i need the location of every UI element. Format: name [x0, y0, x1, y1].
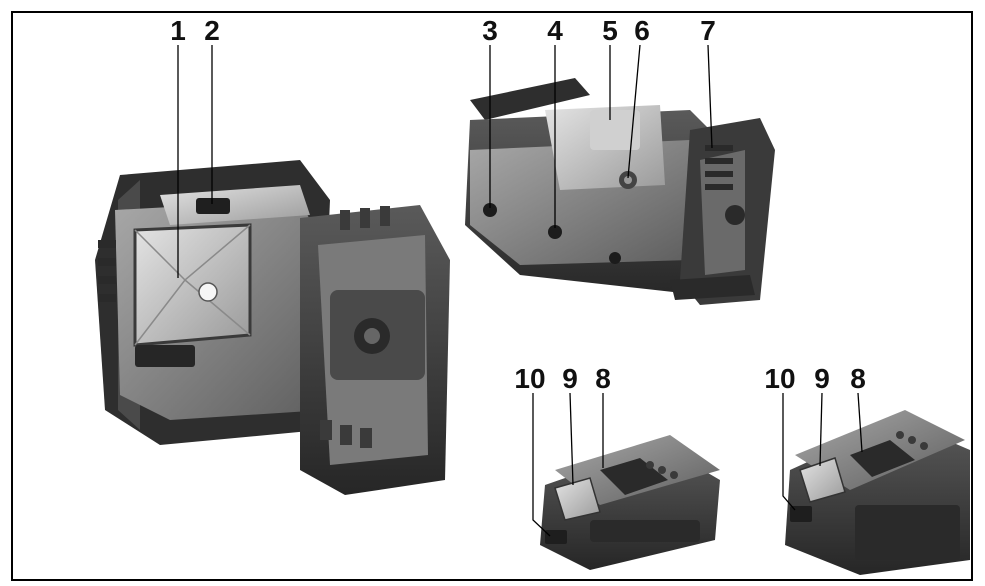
callout-7: 7: [700, 15, 716, 46]
leader-10a: [532, 393, 551, 537]
callout-numbers: 1 2 3 4 5 6 7 8 9 10 8 9 10: [170, 15, 866, 394]
callout-4: 4: [547, 15, 563, 46]
leader-8b: [857, 392, 863, 453]
callout-10-small-battery: 10: [514, 363, 545, 394]
callout-8-large-battery: 8: [850, 363, 866, 394]
battery-small: [540, 435, 720, 570]
callout-9-large-battery: 9: [814, 363, 830, 394]
callout-1: 1: [170, 15, 186, 46]
leader-9b: [819, 392, 823, 467]
leader-10b: [782, 393, 796, 511]
leader-9a: [569, 392, 574, 486]
callout-6: 6: [634, 15, 650, 46]
callout-3: 3: [482, 15, 498, 46]
battery-large: [785, 410, 970, 575]
device-rear-view: [465, 78, 775, 305]
rotation-laser-device: [95, 160, 450, 495]
callout-8-small-battery: 8: [595, 363, 611, 394]
callout-5: 5: [602, 15, 618, 46]
leader-lines: [177, 44, 863, 537]
leader-7: [707, 44, 713, 149]
callout-9-small-battery: 9: [562, 363, 578, 394]
callout-2: 2: [204, 15, 220, 46]
callout-10-large-battery: 10: [764, 363, 795, 394]
leader-6: [627, 44, 641, 179]
